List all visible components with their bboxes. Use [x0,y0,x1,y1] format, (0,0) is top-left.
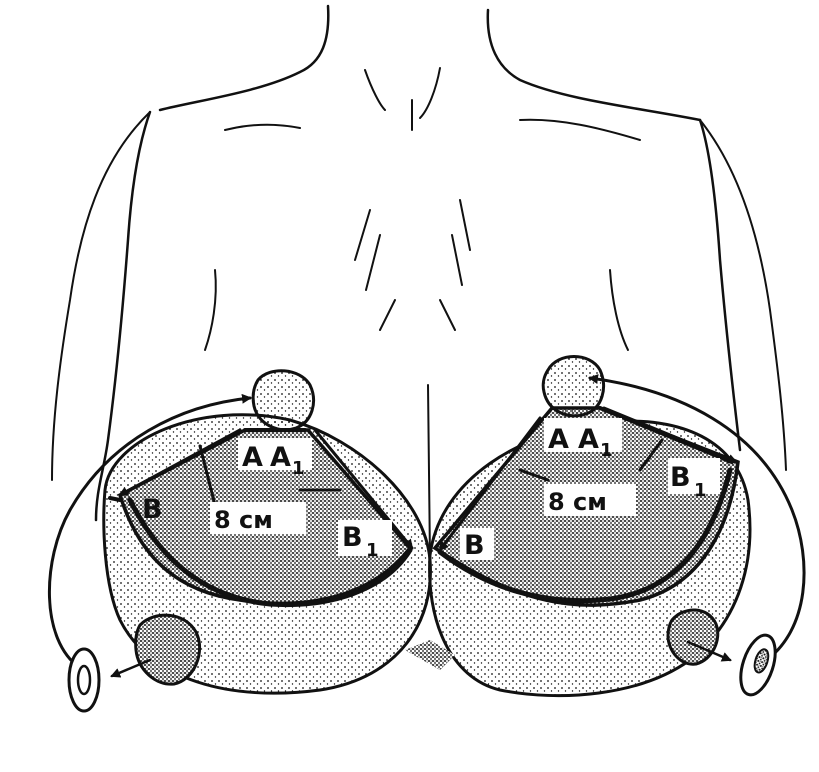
left-label-a: A [242,442,263,473]
left-label-b: B [142,494,163,525]
right-label-b: B [464,530,485,561]
left-label-b1-subscript: 1 [366,540,379,561]
right-label-a1-subscript: 1 [600,440,613,461]
right-measure-label: 8 см [548,488,607,516]
right-label-b1: B [670,462,691,493]
right-label-a: A [548,424,569,455]
right-breast [430,357,750,696]
left-measure-label: 8 см [214,506,273,534]
right-nipple-graft [734,631,782,699]
right-label-a1: A [578,424,599,455]
left-label-a1-subscript: 1 [292,458,305,479]
left-label-b1: B [342,522,363,553]
left-nipple-graft [69,649,99,711]
left-label-a1: A [270,442,291,473]
right-label-b1-subscript: 1 [694,480,707,501]
